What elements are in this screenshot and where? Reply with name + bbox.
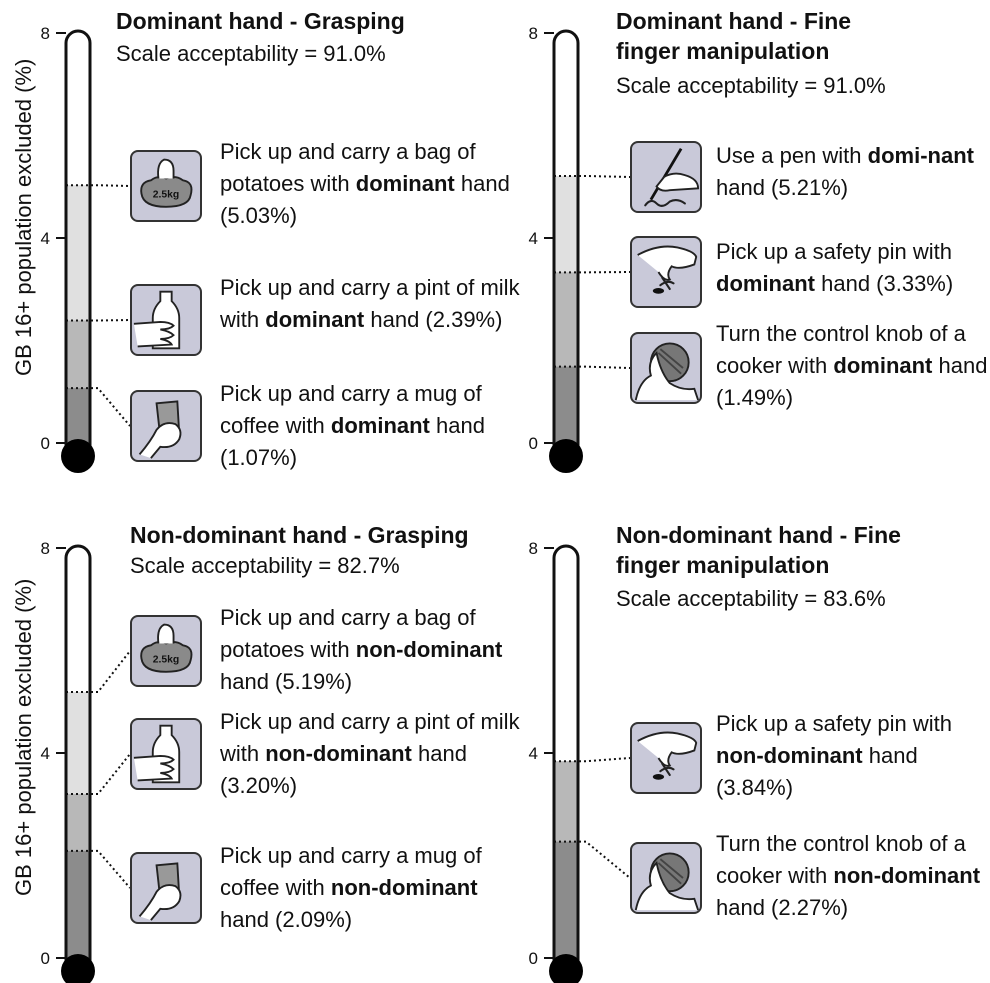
y-tick-label: 0 — [41, 949, 50, 968]
panel-title: Non-dominant hand - Grasping — [130, 522, 469, 548]
potato-bag-icon: 2.5kg — [130, 615, 202, 687]
potato-bag-icon: 2.5kg — [130, 150, 202, 222]
item-label: Use a pen with domi-nant hand (5.21%) — [716, 143, 974, 200]
svg-text:2.5kg: 2.5kg — [153, 654, 180, 665]
panel-title: Dominant hand - Grasping — [116, 8, 405, 34]
panel-title: Dominant hand - Fine finger manipulation — [616, 8, 852, 64]
safety-pin-icon — [630, 236, 702, 308]
y-tick-label: 8 — [41, 24, 50, 43]
thermometer-bulb — [61, 954, 95, 983]
level-connector — [554, 757, 631, 763]
item-label: Turn the control knob of a cooker with n… — [716, 831, 981, 920]
scale-acceptability: Scale acceptability = 91.0% — [616, 73, 886, 98]
control-knob-icon — [630, 842, 702, 914]
y-tick-label: 8 — [41, 539, 50, 558]
thermometer-outline — [552, 29, 580, 447]
thermometer-outline — [64, 544, 92, 962]
level-bar — [554, 366, 578, 447]
level-connector — [554, 840, 631, 879]
y-tick-label: 8 — [529, 24, 538, 43]
y-tick-label: 0 — [529, 434, 538, 453]
item-label: Pick up and carry a pint of milk with no… — [220, 709, 520, 798]
pen-icon — [630, 141, 702, 213]
thermometer-bulb — [549, 439, 583, 473]
milk-bottle-icon — [130, 718, 202, 790]
item-label: Turn the control knob of a cooker with d… — [716, 321, 988, 410]
level-connector — [554, 174, 631, 178]
milk-bottle-icon — [130, 284, 202, 356]
level-connector — [66, 650, 131, 694]
y-tick-label: 4 — [41, 229, 50, 248]
thermometer-outline — [552, 544, 580, 962]
item-label: Pick up and carry a pint of milk with do… — [220, 275, 520, 332]
scale-acceptability: Scale acceptability = 91.0% — [116, 41, 386, 66]
coffee-mug-icon — [130, 390, 202, 462]
y-tick-label: 0 — [41, 434, 50, 453]
svg-text:2.5kg: 2.5kg — [153, 189, 180, 200]
item-label: Pick up a safety pin with dominant hand … — [716, 239, 954, 296]
level-connector — [66, 753, 131, 795]
y-tick-label: 4 — [529, 229, 538, 248]
y-tick-label: 4 — [41, 744, 50, 763]
item-label: Pick up a safety pin with non-dominant h… — [716, 711, 953, 800]
item-label: Pick up and carry a mug of coffee with d… — [220, 381, 485, 470]
level-bar — [66, 850, 90, 962]
level-connector — [66, 319, 131, 322]
item-label: Pick up and carry a bag of potatoes with… — [220, 139, 510, 228]
item-label: Pick up and carry a bag of potatoes with… — [220, 605, 503, 694]
y-tick-label: 8 — [529, 539, 538, 558]
y-tick-label: 0 — [529, 949, 538, 968]
level-connector — [554, 365, 631, 369]
level-connector — [66, 849, 131, 889]
safety-pin-icon — [630, 722, 702, 794]
level-bar — [554, 841, 578, 962]
item-label: Pick up and carry a mug of coffee with n… — [220, 843, 482, 932]
thermometer-bulb — [61, 439, 95, 473]
scale-acceptability: Scale acceptability = 82.7% — [130, 553, 400, 578]
coffee-mug-icon — [130, 852, 202, 924]
scale-acceptability: Scale acceptability = 83.6% — [616, 586, 886, 611]
control-knob-icon — [630, 332, 702, 404]
level-connector — [66, 184, 131, 187]
y-tick-label: 4 — [529, 744, 538, 763]
panel-title: Non-dominant hand - Fine finger manipula… — [616, 522, 901, 578]
thermometer-outline — [64, 29, 92, 447]
level-bar — [66, 388, 90, 447]
thermometer-bulb — [549, 954, 583, 983]
level-connector — [66, 387, 131, 427]
